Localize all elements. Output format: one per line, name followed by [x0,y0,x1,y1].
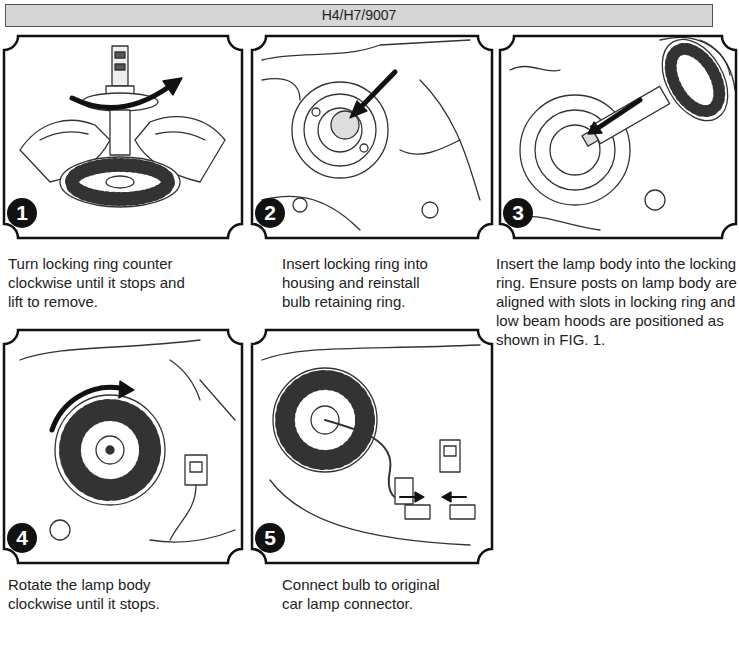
callout-number: 3 [512,201,524,224]
step-panel: Insert the lamp body into the locking ri… [500,36,736,238]
panel-frame [4,330,242,563]
step-number: 5 [255,523,285,553]
panel-frame [252,36,492,238]
step-caption: Insert the lamp body into the locking ri… [496,254,739,349]
callout-number: 2 [264,201,276,224]
step-caption: Turn locking ring counter clockwise unti… [8,254,193,311]
step-number: 4 [7,523,37,553]
step-panel: Insert locking ring into housing and rei… [252,36,492,238]
step-caption: Rotate the lamp body clockwise until it … [8,575,178,613]
step-caption: Insert locking ring into housing and rei… [282,254,432,311]
panel-frame [252,330,492,563]
panel-outline [252,330,492,563]
step-panel: Turn locking ring counter clockwise unti… [4,36,242,238]
panel-outline [500,36,736,238]
callout-number: 4 [16,526,28,549]
title-text: H4/H7/9007 [322,7,397,23]
step-caption-block: Insert locking ring into housing and rei… [282,254,432,311]
panel-outline [4,330,242,563]
step-caption-block: Rotate the lamp body clockwise until it … [8,575,178,613]
callout-number: 1 [16,201,28,224]
step-caption-block: Insert the lamp body into the locking ri… [496,254,739,349]
step-number: 2 [255,198,285,228]
step-number: 1 [7,198,37,228]
panel-frame [4,36,242,238]
step-number: 3 [503,198,533,228]
panel-outline [4,36,242,238]
callout-number: 5 [264,526,276,549]
title-bar: H4/H7/9007 [5,4,713,27]
step-panel: Rotate the lamp body clockwise until it … [4,330,242,563]
step-caption: Connect bulb to original car lamp connec… [282,575,447,613]
step-caption-block: Connect bulb to original car lamp connec… [282,575,447,613]
panel-frame [500,36,736,238]
panel-outline [252,36,492,238]
step-caption-block: Turn locking ring counter clockwise unti… [8,254,193,311]
step-panel: Connect bulb to original car lamp connec… [252,330,492,563]
